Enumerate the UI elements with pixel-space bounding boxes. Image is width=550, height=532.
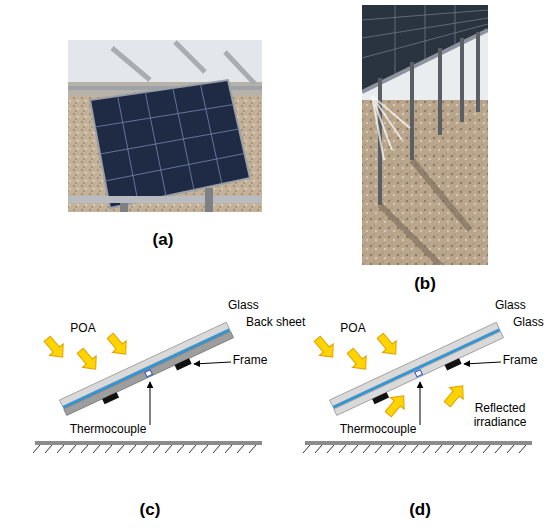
cell-layer (333, 329, 501, 409)
cell-grid (95, 84, 245, 202)
reflected-arrow (381, 390, 410, 420)
leg (120, 203, 128, 212)
panel-letter: (d) (409, 500, 431, 520)
support-posts (112, 42, 255, 84)
panel-letter: (a) (153, 230, 174, 250)
rail (68, 196, 262, 203)
ground-d (303, 441, 532, 453)
panel-letter: (b) (414, 274, 436, 294)
panel-letter: (c) (140, 500, 161, 520)
frame-block (445, 358, 462, 370)
leader-line (194, 362, 231, 364)
leader-line (150, 382, 151, 425)
leg (205, 188, 213, 212)
thermocouple-symbol (145, 370, 153, 377)
poa-arrows-c (40, 330, 132, 375)
ground (35, 441, 262, 445)
irradiance-label: POA (70, 321, 95, 335)
thermocouple-symbol (415, 370, 423, 377)
irradiance-arrow (40, 333, 69, 363)
layer-label: Glass (495, 298, 526, 312)
irradiance-arrow (310, 333, 339, 363)
ground-hatch (33, 445, 256, 453)
sensor-label: Thermocouple (340, 422, 417, 436)
ground-hatch (303, 445, 526, 453)
photo-b (362, 5, 488, 265)
layer-label: Glass (228, 298, 259, 312)
leader-line (464, 362, 501, 364)
layer-label: Back sheet (246, 315, 305, 329)
sun-rays (372, 96, 410, 160)
sensor-label: Thermocouple (70, 422, 147, 436)
ground (305, 441, 532, 445)
photo-a (68, 40, 262, 212)
layer-label: Glass (513, 315, 544, 329)
poa-arrows-d (310, 330, 402, 375)
part-label: Frame (233, 353, 268, 367)
reflected-arrows (381, 380, 469, 420)
shadows (380, 160, 470, 265)
sky (68, 40, 262, 212)
irradiance-label: Reflected irradiance (467, 401, 533, 429)
frame-block (372, 392, 389, 404)
irradiance-arrow (373, 330, 402, 360)
cell-layer (63, 329, 231, 409)
irradiance-label: POA (340, 321, 365, 335)
reflected-arrow (440, 380, 469, 410)
part-label: Frame (503, 353, 538, 367)
sky (362, 5, 488, 265)
irradiance-arrow (343, 345, 372, 375)
back-sheet-layer (64, 331, 234, 415)
ground-c (33, 441, 262, 453)
irradiance-arrow (103, 330, 132, 360)
solar-panel (90, 80, 250, 208)
leader-line (420, 382, 421, 425)
irradiance-arrow (73, 345, 102, 375)
frame-block (102, 392, 119, 404)
panel-section-c (60, 322, 236, 421)
frame-block (175, 358, 192, 370)
